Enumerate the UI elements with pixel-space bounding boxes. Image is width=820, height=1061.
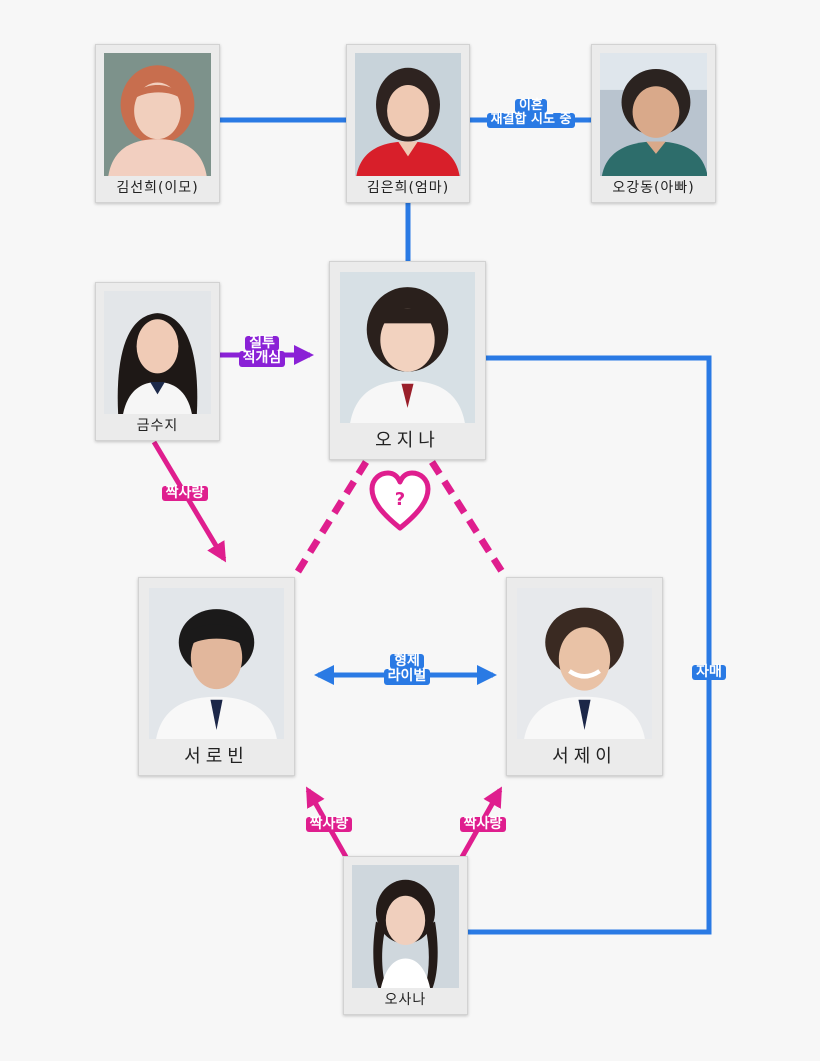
heart-question-icon: ? [369, 470, 431, 531]
sisters-label: 자매 [692, 664, 726, 681]
portrait-photo [340, 272, 475, 423]
portrait-photo [355, 53, 461, 176]
crush-sana-right-tag: 짝사랑 [448, 816, 518, 833]
brother-rival-tag: 형제 라이벌 [372, 653, 442, 685]
card-kim-seonhui[interactable]: 김선희(이모) [95, 44, 220, 203]
person-name: 김은희(엄마) [366, 180, 450, 196]
person-name: 금수지 [136, 418, 179, 434]
portrait-photo [600, 53, 707, 176]
card-o-sana[interactable]: 오사나 [343, 856, 468, 1015]
portrait-photo [517, 588, 652, 739]
person-name: 김선희(이모) [116, 180, 199, 196]
sisters-tag: 자매 [684, 664, 734, 681]
card-o-gangdong[interactable]: 오강동(아빠) [591, 44, 716, 203]
card-kim-eunhui[interactable]: 김은희(엄마) [346, 44, 470, 203]
rival-label-1: 형제 [390, 653, 424, 670]
person-name: 서제이 [552, 746, 617, 767]
crush-sana-right-label: 짝사랑 [459, 816, 507, 833]
jealousy-label-2: 적개심 [238, 350, 286, 367]
jealousy-tag: 질투 적개심 [228, 335, 296, 367]
jealousy-label-1: 질투 [245, 335, 279, 352]
divorce-label-2: 재결합 시도 중 [486, 112, 576, 128]
crush-sana-left-tag: 짝사랑 [294, 816, 364, 833]
heart-question-text: ? [395, 489, 405, 510]
card-seo-jei[interactable]: 서제이 [506, 577, 663, 776]
crush-suji-label: 짝사랑 [161, 485, 209, 502]
rival-label-2: 라이벌 [383, 668, 431, 685]
person-name: 오강동(아빠) [612, 180, 695, 196]
card-seo-robin[interactable]: 서로빈 [138, 577, 295, 776]
portrait-photo [352, 865, 459, 988]
portrait-photo [149, 588, 284, 739]
divorce-label-1: 이혼 [515, 98, 547, 114]
crush-suji-tag: 짝사랑 [150, 485, 220, 502]
person-name: 서로빈 [184, 746, 249, 767]
card-geum-suji[interactable]: 금수지 [95, 282, 220, 441]
love-dash-left [291, 460, 369, 580]
sisters-line [468, 355, 712, 935]
person-name: 오지나 [375, 430, 440, 451]
portrait-photo [104, 291, 211, 414]
love-dash-right [429, 460, 509, 580]
crush-sana-left-label: 짝사랑 [305, 816, 353, 833]
portrait-photo [104, 53, 211, 176]
person-name: 오사나 [384, 992, 427, 1008]
divorce-tag: 이혼 재결합 시도 중 [482, 98, 580, 128]
card-o-jina[interactable]: 오지나 [329, 261, 486, 460]
